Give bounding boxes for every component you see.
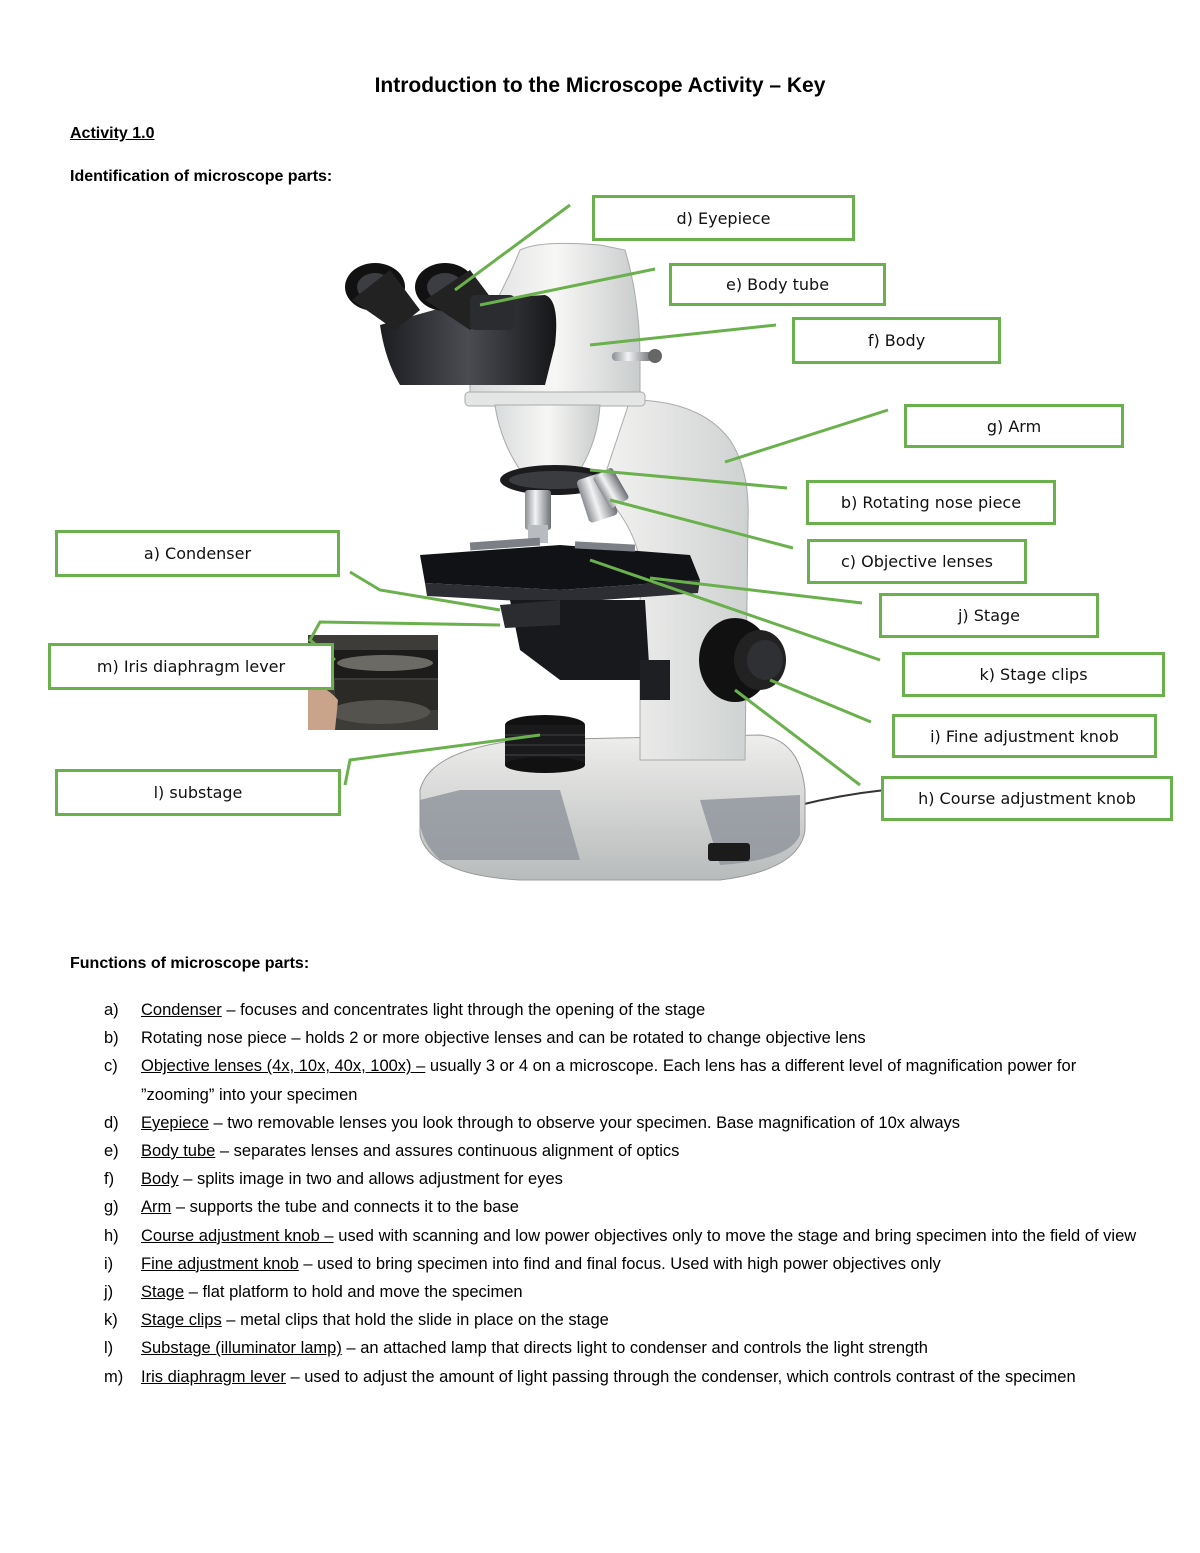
function-item-a: a) Condenser – focuses and concentrates l… xyxy=(104,996,1144,1024)
term: Body tube xyxy=(141,1142,216,1161)
list-marker: f) xyxy=(104,1170,115,1189)
function-item-f: f) Body – splits image in two and allows … xyxy=(104,1165,1144,1193)
term: Arm xyxy=(141,1198,172,1217)
term: Objective lenses (4x, 10x, 40x, 100x) – xyxy=(141,1057,426,1076)
microscope-diagram xyxy=(308,203,889,881)
term: Course adjustment knob – xyxy=(141,1226,334,1245)
list-marker: a) xyxy=(104,1001,119,1019)
label-arm: g) Arm xyxy=(904,404,1124,448)
term: Fine adjustment knob xyxy=(141,1254,299,1273)
base-gray-panel xyxy=(420,790,580,860)
list-marker: i) xyxy=(104,1254,114,1273)
term: Substage (illuminator lamp) xyxy=(141,1339,342,1358)
substage-lamp xyxy=(505,715,585,773)
list-marker: k) xyxy=(104,1311,118,1330)
label-course-adjustment-knob: h) Course adjustment knob xyxy=(881,776,1173,821)
function-item-h: h) Course adjustment knob – used with sca… xyxy=(104,1222,1144,1250)
description: – used to adjust the amount of light pas… xyxy=(285,1367,1076,1386)
function-item-i: i) Fine adjustment knob – used to bring s… xyxy=(104,1250,1144,1278)
function-item-e: e) Body tube – separates lenses and assur… xyxy=(104,1137,1144,1165)
list-marker: g) xyxy=(104,1198,119,1217)
label-condenser: a) Condenser xyxy=(55,530,340,577)
description: – two removable lenses you look through … xyxy=(208,1113,961,1132)
focus-knob-assembly xyxy=(699,618,786,702)
term: Iris diaphragm lever xyxy=(141,1367,286,1386)
eyepiece-tubes xyxy=(345,263,515,330)
activity-heading: Activity 1.0 xyxy=(70,125,155,142)
label-iris-diaphragm-lever: m) Iris diaphragm lever xyxy=(48,643,334,690)
description: usually 3 or 4 on a microscope. Each len… xyxy=(141,1057,1077,1104)
microscope-stage xyxy=(420,545,700,590)
label-fine-adjustment-knob: i) Fine adjustment knob xyxy=(892,714,1157,758)
functions-list: a) Condenser – focuses and concentrates l… xyxy=(104,996,1144,1391)
label-substage: l) substage xyxy=(55,769,341,816)
label-stage-clips: k) Stage clips xyxy=(902,652,1165,697)
identification-heading: Identification of microscope parts: xyxy=(70,168,333,185)
leader-lines xyxy=(308,203,889,787)
label-body: f) Body xyxy=(792,317,1001,364)
description: – supports the tube and connects it to t… xyxy=(171,1198,519,1217)
list-marker: h) xyxy=(104,1226,119,1245)
power-cord xyxy=(799,789,886,806)
function-item-j: j) Stage – flat platform to hold and move… xyxy=(104,1278,1144,1306)
function-item-m: m) Iris diaphragm lever – used to adjust … xyxy=(104,1363,1144,1391)
description: Rotating nose piece – holds 2 or more ob… xyxy=(141,1029,866,1048)
term: Stage xyxy=(141,1283,185,1302)
power-switch xyxy=(708,843,750,861)
list-marker: c) xyxy=(104,1057,118,1076)
label-rotating-nose-piece: b) Rotating nose piece xyxy=(806,480,1056,525)
description: – metal clips that hold the slide in pla… xyxy=(221,1311,609,1330)
function-item-k: k) Stage clips – metal clips that hold th… xyxy=(104,1306,1144,1334)
description: – flat platform to hold and move the spe… xyxy=(184,1283,523,1302)
objective-lens-group xyxy=(525,468,629,543)
function-item-c: c) Objective lenses (4x, 10x, 40x, 100x) … xyxy=(104,1052,1144,1108)
list-marker: m) xyxy=(104,1367,124,1386)
function-item-d: d) Eyepiece – two removable lenses you lo… xyxy=(104,1109,1144,1137)
list-marker: d) xyxy=(104,1113,119,1132)
description: used with scanning and low power objecti… xyxy=(333,1226,1137,1245)
description: – separates lenses and assures continuou… xyxy=(215,1142,680,1161)
description: – an attached lamp that directs light to… xyxy=(341,1339,928,1358)
label-body-tube: e) Body tube xyxy=(669,263,886,306)
functions-heading: Functions of microscope parts: xyxy=(70,955,310,972)
description: – focuses and concentrates light through… xyxy=(221,1001,706,1019)
list-marker: l) xyxy=(104,1339,114,1358)
term: Condenser xyxy=(141,1001,222,1019)
label-eyepiece: d) Eyepiece xyxy=(592,195,855,241)
list-marker: b) xyxy=(104,1029,119,1048)
description: – splits image in two and allows adjustm… xyxy=(178,1170,563,1189)
term: Eyepiece xyxy=(141,1113,209,1132)
term: Body xyxy=(141,1170,179,1189)
function-item-g: g) Arm – supports the tube and connects i… xyxy=(104,1193,1144,1221)
page-title: Introduction to the Microscope Activity … xyxy=(374,74,826,97)
list-marker: e) xyxy=(104,1142,119,1161)
label-objective-lenses: c) Objective lenses xyxy=(807,539,1027,584)
function-item-b: b) Rotating nose piece – holds 2 or more … xyxy=(104,1024,1144,1052)
term: Stage clips xyxy=(141,1311,222,1330)
function-item-l: l) Substage (illuminator lamp) – an attac… xyxy=(104,1334,1144,1362)
description: – used to bring specimen into find and f… xyxy=(298,1254,941,1273)
list-marker: j) xyxy=(104,1283,114,1302)
label-stage: j) Stage xyxy=(879,593,1099,638)
